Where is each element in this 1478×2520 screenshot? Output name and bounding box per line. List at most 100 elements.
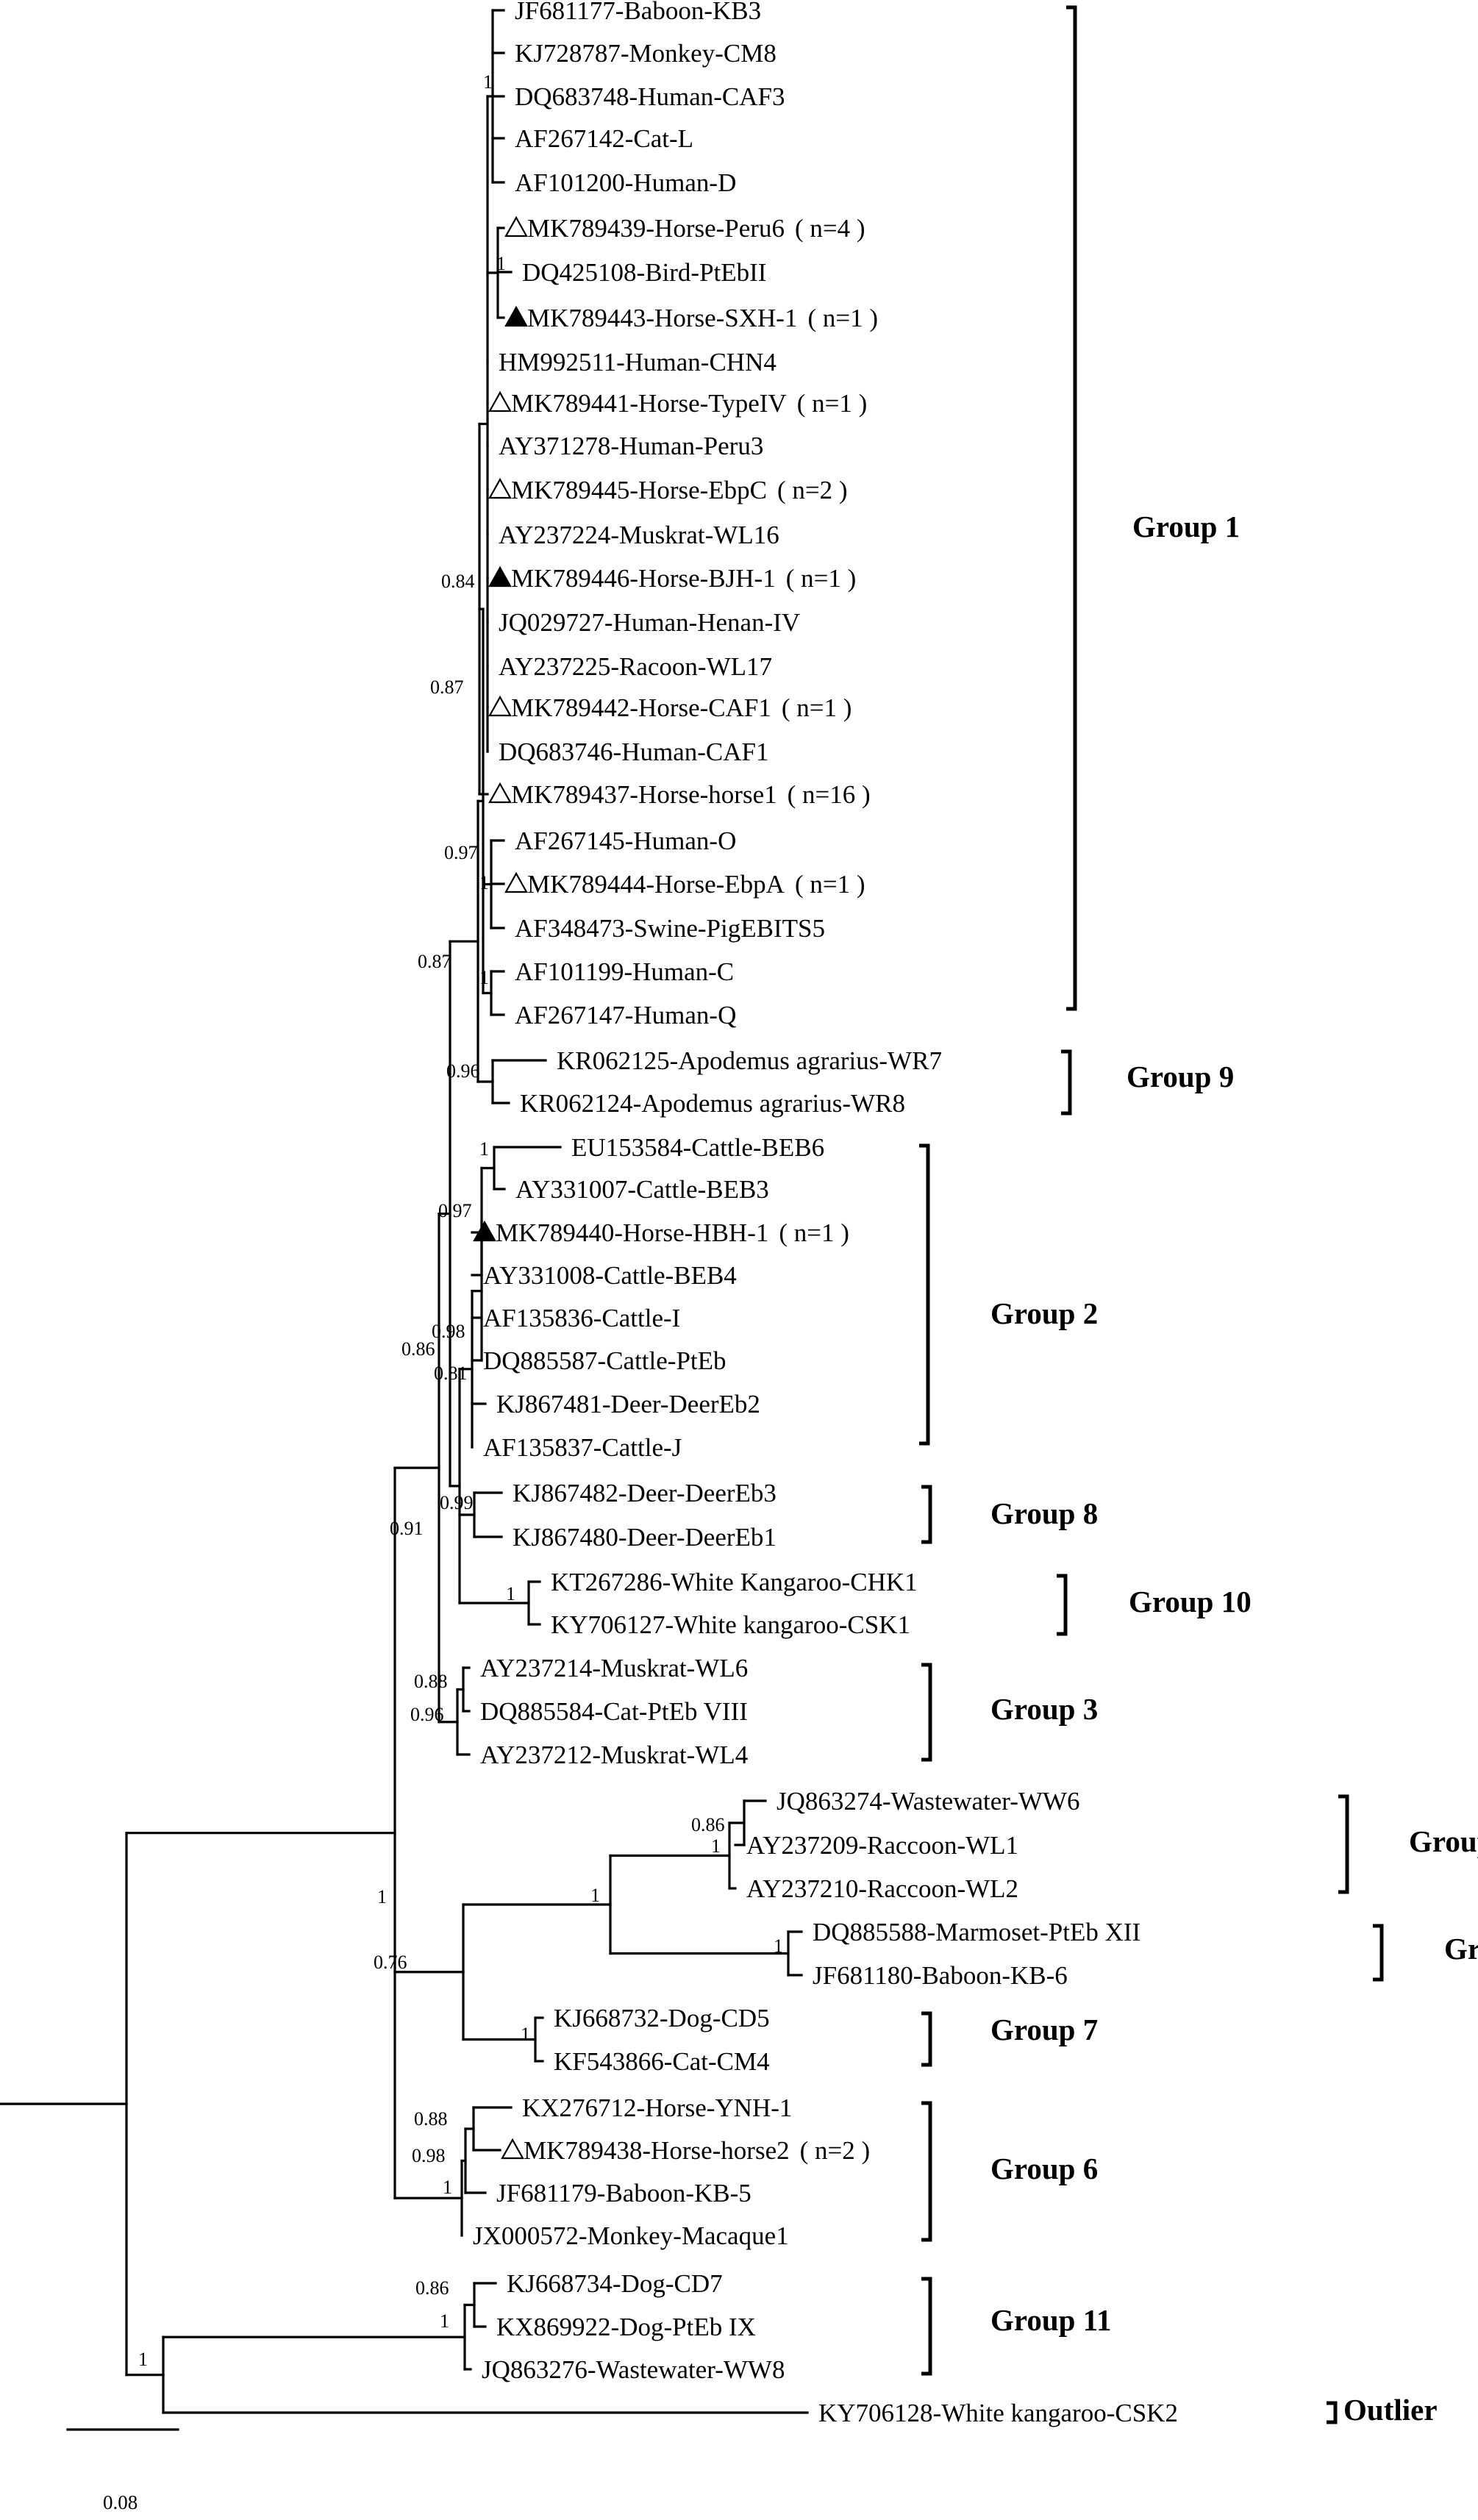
leaf-label: AY237212-Muskrat-WL4: [480, 1741, 748, 1769]
support-value: 0.96: [446, 1060, 480, 1082]
group-label: Group 8: [990, 1496, 1098, 1530]
leaf-label: DQ425108-Bird-PtEbII: [522, 258, 766, 287]
leaf-label: HM992511-Human-CHN4: [499, 348, 777, 376]
leaf-label: AY331007-Cattle-BEB3: [515, 1175, 769, 1204]
leaf-label: KT267286-White Kangaroo-CHK1: [551, 1568, 918, 1596]
leaf-label: AY371278-Human-Peru3: [499, 432, 763, 460]
scale-bar: 0.08: [66, 2428, 179, 2513]
sample-count: ( n=4 ): [795, 214, 865, 243]
group-bracket: [921, 2277, 932, 2376]
filled-triangle-icon: [488, 565, 512, 588]
leaf-label: JQ029727-Human-Henan-IV: [499, 608, 800, 637]
leaf-label: AF135837-Cattle-J: [483, 1433, 682, 1462]
support-value: 1: [440, 2310, 449, 2332]
leaf-label: KX869922-Dog-PtEb IX: [496, 2313, 756, 2341]
leaf-label: JQ863274-Wastewater-WW6: [777, 1787, 1079, 1816]
support-value: 0.81: [434, 1363, 468, 1384]
leaf-label: KJ668734-Dog-CD7: [507, 2269, 723, 2298]
support-value: 0.86: [415, 2277, 449, 2299]
support-value: 0.98: [432, 1321, 465, 1342]
leaf-label: MK789446-Horse-BJH-1: [511, 564, 776, 593]
group-label: Group 7: [990, 2013, 1098, 2046]
leaf-label: DQ885587-Cattle-PtEb: [483, 1346, 726, 1375]
leaf-label: DQ885584-Cat-PtEb VIII: [480, 1697, 748, 1726]
leaf-label: AF348473-Swine-PigEBITS5: [515, 914, 825, 943]
group-label: Group 10: [1129, 1585, 1252, 1618]
leaf-label: KR062124-Apodemus agrarius-WR8: [520, 1089, 905, 1118]
leaf-label: KJ668732-Dog-CD5: [554, 2004, 770, 2032]
leaf-label: AF267145-Human-O: [515, 827, 736, 855]
leaf-label: KY706127-White kangaroo-CSK1: [551, 1610, 910, 1639]
group-bracket: [1373, 1924, 1384, 1982]
leaf-label: AF267142-Cat-L: [515, 124, 693, 153]
leaf-label: KR062125-Apodemus agrarius-WR7: [557, 1046, 942, 1075]
support-value: 1: [506, 1583, 515, 1605]
support-value: 0.91: [390, 1518, 424, 1539]
group-bracket: [1061, 1049, 1072, 1116]
leaf-label: AY331008-Cattle-BEB4: [483, 1261, 737, 1290]
leaf-label: JF681179-Baboon-KB-5: [496, 2179, 752, 2207]
leaf-label: KY706128-White kangaroo-CSK2: [818, 2399, 1178, 2427]
scale-bar-label: 0.08: [103, 2491, 138, 2513]
support-value: 1: [479, 1138, 489, 1160]
leaf-label: AY237214-Muskrat-WL6: [480, 1654, 748, 1682]
group-bracket: [1338, 1794, 1349, 1894]
leaf-label: MK789439-Horse-Peru6: [527, 214, 785, 243]
sample-count: ( n=16 ): [788, 780, 871, 809]
support-value: 0.96: [410, 1704, 444, 1725]
group-bracket: [921, 1663, 932, 1762]
leaf-label: AF267147-Human-Q: [515, 1001, 736, 1029]
support-value: 0.97: [438, 1200, 472, 1221]
group-bracket: [919, 1143, 930, 1446]
group-bracket: [1057, 1574, 1068, 1636]
sample-count: ( n=1 ): [782, 693, 852, 722]
support-value: 1: [483, 71, 493, 93]
group-label: Group 5: [1444, 1932, 1478, 1966]
group-label: Group 11: [990, 2303, 1111, 2337]
leaf-label: AF101199-Human-C: [515, 957, 734, 986]
leaf-label: KJ867480-Deer-DeerEb1: [513, 1523, 777, 1552]
open-triangle-icon: [501, 2138, 524, 2160]
sample-count: ( n=1 ): [786, 564, 857, 593]
leaf-label: AY237210-Raccoon-WL2: [746, 1874, 1018, 1903]
support-value: 0.84: [441, 571, 475, 592]
leaf-label: MK789438-Horse-horse2: [524, 2136, 790, 2165]
group-label: Group 4: [1409, 1824, 1478, 1858]
leaf-label: MK789437-Horse-horse1: [511, 780, 777, 809]
sample-count: ( n=2 ): [800, 2136, 871, 2165]
leaf-label: JQ863276-Wastewater-WW8: [482, 2355, 785, 2384]
leaf-labels: JF681177-Baboon-KB3KJ728787-Monkey-CM8DQ…: [473, 0, 1178, 2427]
leaf-label: EU153584-Cattle-BEB6: [571, 1133, 824, 1162]
leaf-label: AY237225-Racoon-WL17: [499, 652, 772, 681]
leaf-label: JF681180-Baboon-KB-6: [813, 1961, 1068, 1990]
support-value: 0.99: [440, 1492, 474, 1513]
leaf-label: JF681177-Baboon-KB3: [515, 0, 761, 25]
support-value: 1: [521, 2024, 530, 2045]
leaf-label: AY237224-Muskrat-WL16: [499, 521, 779, 549]
leaf-label: MK789442-Horse-CAF1: [511, 693, 771, 722]
open-triangle-icon: [504, 871, 528, 893]
support-value: 1: [711, 1835, 721, 1857]
group-bracket: [921, 2101, 932, 2242]
sample-count: ( n=1 ): [797, 389, 868, 418]
leaf-markers: [473, 215, 528, 2160]
leaf-label: KX276712-Horse-YNH-1: [522, 2094, 792, 2122]
group-label: Outlier: [1343, 2393, 1438, 2427]
support-value: 0.86: [401, 1338, 435, 1360]
leaf-label: KJ728787-Monkey-CM8: [515, 39, 777, 68]
leaf-label: MK789441-Horse-TypeIV: [511, 389, 787, 418]
support-value: 0.88: [414, 2108, 448, 2130]
support-value: 1: [590, 1885, 600, 1906]
support-value: 0.98: [412, 2145, 446, 2166]
support-labels: 110.840.870.9710.8710.9610.970.980.860.8…: [138, 71, 783, 2370]
open-triangle-icon: [488, 695, 512, 717]
group-label: Group 9: [1127, 1060, 1234, 1093]
support-value: 0.87: [418, 951, 451, 972]
support-value: 0.88: [414, 1671, 448, 1692]
leaf-label: AY237209-Raccoon-WL1: [746, 1831, 1018, 1860]
open-triangle-icon: [488, 477, 512, 499]
leaf-label: AF101200-Human-D: [515, 168, 736, 197]
